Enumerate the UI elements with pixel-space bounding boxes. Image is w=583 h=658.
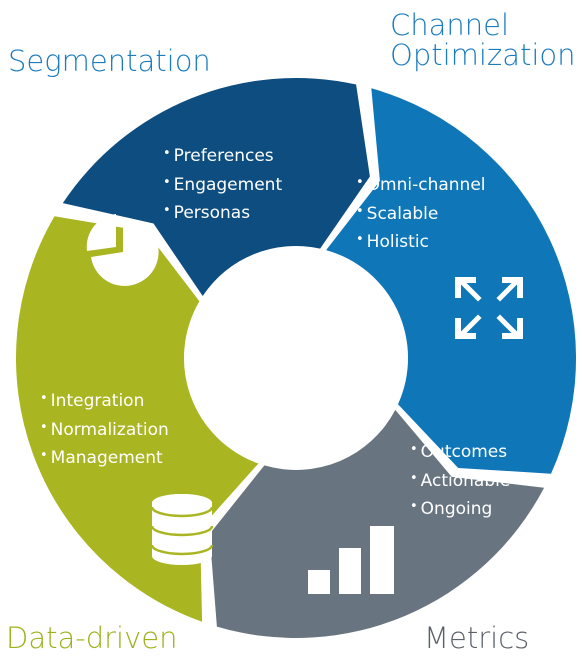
bar-chart-icon xyxy=(308,526,394,594)
bullet-item: Outcomes xyxy=(410,439,510,468)
bullet-item: Preferences xyxy=(163,143,282,172)
bullet-item: Management xyxy=(40,445,169,474)
bullet-item: Scalable xyxy=(356,201,486,230)
segmentation-bullets: Preferences Engagement Personas xyxy=(163,143,282,229)
data-driven-title: Data-driven xyxy=(6,623,177,653)
bullet-item: Holistic xyxy=(356,229,486,258)
channel-optimization-title: Channel Optimization xyxy=(390,10,576,70)
bullet-item: Personas xyxy=(163,200,282,229)
metrics-bullets: Outcomes Actionable Ongoing xyxy=(410,439,511,525)
bullet-item: Actionable xyxy=(410,468,511,497)
bullet-item: Normalization xyxy=(40,417,169,446)
bullet-item: Ongoing xyxy=(410,496,510,525)
database-icon xyxy=(150,494,214,565)
channel-optimization-title-line-2: Optimization xyxy=(390,38,576,72)
channel-optimization-title-line-1: Channel xyxy=(390,8,510,42)
segmentation-title-text: Segmentation xyxy=(8,44,211,78)
bullet-item: Integration xyxy=(40,388,169,417)
expand-arrows-icon xyxy=(455,277,523,339)
metrics-title-text: Metrics xyxy=(424,621,530,655)
segmentation-title: Segmentation xyxy=(8,46,211,76)
metrics-title: Metrics xyxy=(424,623,529,653)
data-driven-bullets: Integration Normalization Management xyxy=(40,388,169,474)
channel-optimization-bullets: Omni-channel Scalable Holistic xyxy=(356,172,486,258)
data-driven-title-text: Data-driven xyxy=(6,621,178,655)
bullet-item: Engagement xyxy=(163,172,282,201)
bullet-item: Omni-channel xyxy=(356,172,486,201)
pie-chart-icon xyxy=(86,214,159,286)
metrics-segment xyxy=(209,409,545,638)
